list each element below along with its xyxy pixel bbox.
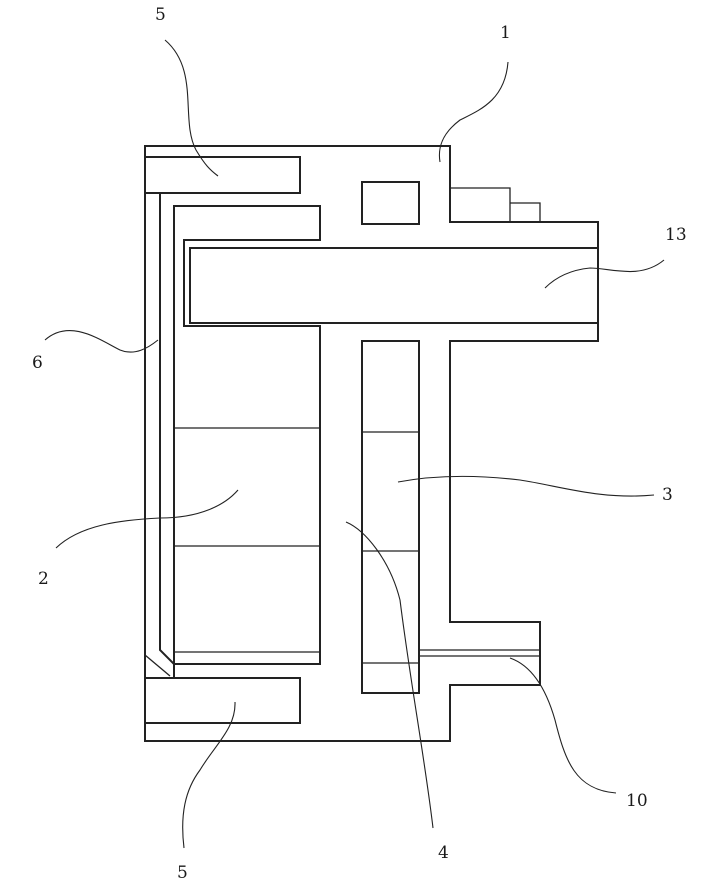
label-5-bottom: 5 bbox=[177, 863, 188, 883]
cavity-outline bbox=[174, 206, 320, 664]
leader-3 bbox=[398, 476, 654, 496]
housing-step-upper bbox=[450, 188, 510, 222]
label-13: 13 bbox=[665, 225, 687, 245]
slot-5-top bbox=[145, 157, 300, 193]
label-3: 3 bbox=[662, 485, 673, 505]
leader-10 bbox=[510, 658, 616, 793]
leader-2 bbox=[56, 490, 238, 548]
slot-5-bottom bbox=[145, 678, 300, 723]
label-1: 1 bbox=[500, 23, 511, 43]
housing-window bbox=[362, 182, 419, 224]
label-6: 6 bbox=[32, 353, 43, 373]
channel-6 bbox=[160, 193, 174, 678]
label-2: 2 bbox=[38, 569, 49, 589]
shaft-13 bbox=[190, 248, 598, 323]
chamfer-line bbox=[145, 655, 170, 676]
label-10: 10 bbox=[626, 791, 648, 811]
housing-step-lower bbox=[510, 203, 540, 222]
leader-13 bbox=[545, 260, 664, 288]
leader-5-top bbox=[165, 40, 218, 176]
label-4: 4 bbox=[438, 843, 449, 863]
part-3-stack bbox=[362, 341, 419, 693]
leader-6 bbox=[45, 331, 158, 353]
label-5-top: 5 bbox=[155, 5, 166, 25]
